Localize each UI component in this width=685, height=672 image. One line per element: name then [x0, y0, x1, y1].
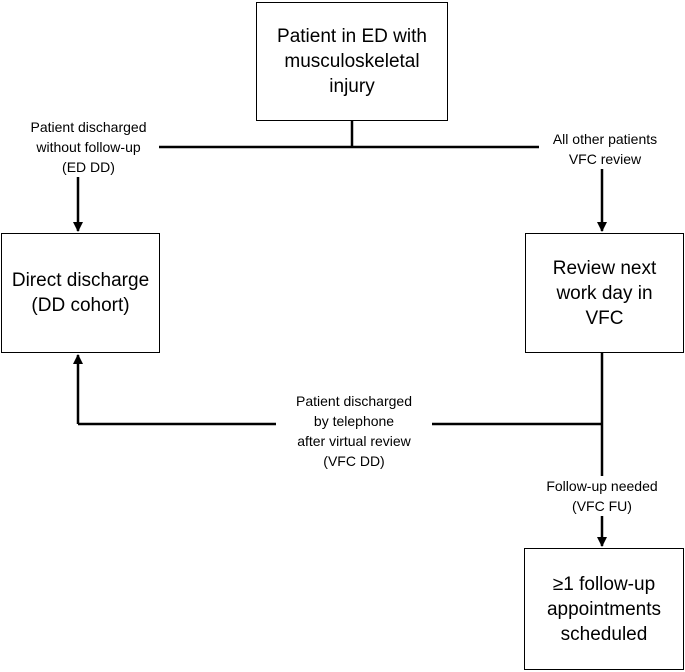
start-node-label: Patient in ED with musculoskeletal injur… [277, 26, 427, 97]
direct-discharge-node: Direct discharge (DD cohort) [1, 233, 160, 353]
vfc-review-node-label: Review next work day in VFC [552, 257, 657, 329]
vfc-review-node: Review next work day in VFC [525, 233, 684, 353]
edge-label-ed-dd: Patient discharged without follow-up (ED… [18, 117, 159, 177]
edge-label-vfc-review: All other patients VFC review [539, 129, 671, 169]
follow-up-node: ≥1 follow-up appointments scheduled [524, 548, 684, 670]
start-node: Patient in ED with musculoskeletal injur… [256, 2, 448, 121]
edge-label-vfc-dd: Patient discharged by telephone after vi… [276, 391, 432, 471]
follow-up-node-label: ≥1 follow-up appointments scheduled [546, 573, 662, 645]
direct-discharge-node-label: Direct discharge (DD cohort) [11, 270, 150, 316]
edge-label-vfc-fu: Follow-up needed (VFC FU) [536, 476, 668, 516]
